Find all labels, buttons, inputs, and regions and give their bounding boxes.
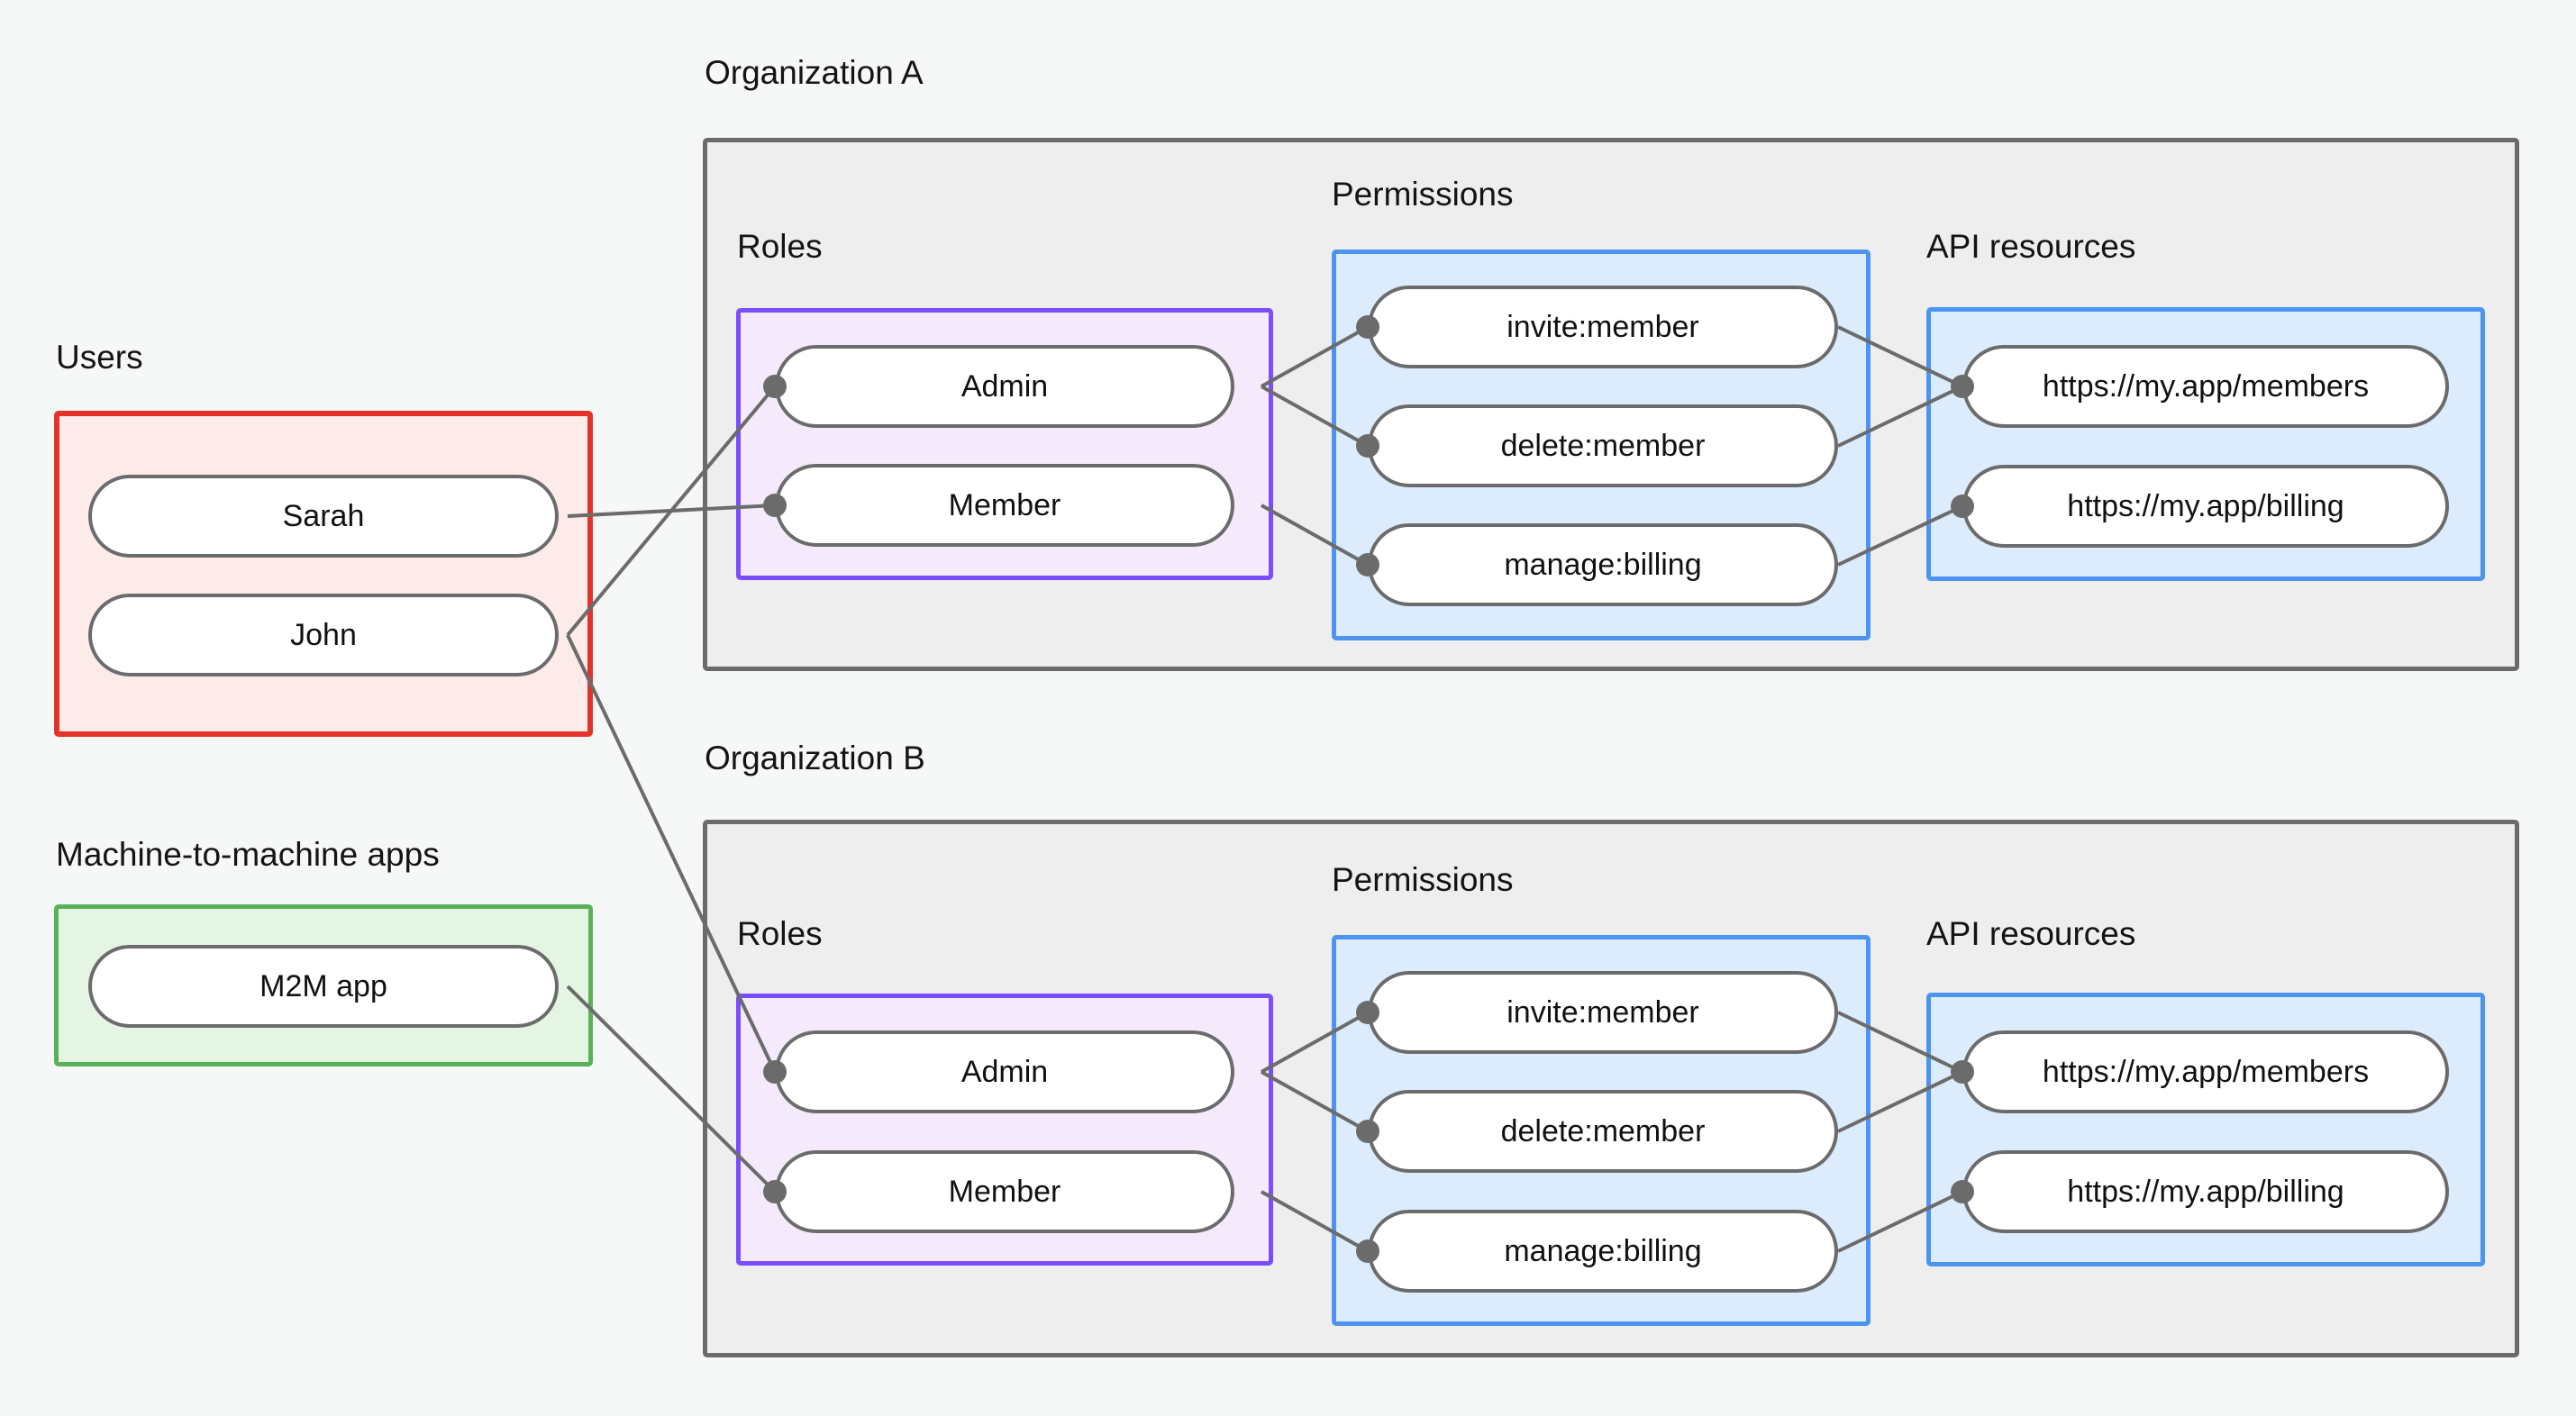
node-label: https://my.app/members bbox=[2042, 1054, 2370, 1089]
node-label: Member bbox=[948, 487, 1061, 522]
node-org-a-role-admin[interactable]: Admin bbox=[775, 345, 1234, 428]
node-org-a-api-billing[interactable]: https://my.app/billing bbox=[1962, 465, 2449, 548]
m2m-group-label: Machine-to-machine apps bbox=[56, 836, 440, 873]
org-b-api-resources-label: API resources bbox=[1926, 915, 2136, 952]
org-b-roles-label: Roles bbox=[737, 915, 823, 952]
org-a-permissions-label: Permissions bbox=[1332, 176, 1514, 213]
node-label: Member bbox=[948, 1174, 1061, 1209]
node-org-a-api-members[interactable]: https://my.app/members bbox=[1962, 345, 2449, 428]
node-label: delete:member bbox=[1500, 1113, 1706, 1148]
node-org-b-role-member[interactable]: Member bbox=[775, 1150, 1234, 1233]
node-label: manage:billing bbox=[1504, 547, 1702, 582]
node-label: invite:member bbox=[1506, 994, 1699, 1030]
node-label: manage:billing bbox=[1504, 1233, 1702, 1268]
node-label: Sarah bbox=[282, 498, 365, 533]
node-label: Admin bbox=[960, 1054, 1049, 1089]
org-a-api-resources-label: API resources bbox=[1926, 228, 2136, 265]
node-label: https://my.app/members bbox=[2042, 368, 2370, 404]
node-org-b-permission-invite-member[interactable]: invite:member bbox=[1368, 971, 1838, 1054]
node-org-a-role-member[interactable]: Member bbox=[775, 464, 1234, 547]
org-a-roles-label: Roles bbox=[737, 228, 823, 265]
node-user-sarah[interactable]: Sarah bbox=[88, 475, 559, 558]
node-org-b-permission-manage-billing[interactable]: manage:billing bbox=[1368, 1210, 1838, 1293]
node-org-b-permission-delete-member[interactable]: delete:member bbox=[1368, 1090, 1838, 1173]
users-container bbox=[54, 411, 593, 737]
node-label: https://my.app/billing bbox=[2067, 1174, 2344, 1209]
node-org-b-api-billing[interactable]: https://my.app/billing bbox=[1962, 1150, 2449, 1233]
node-label: https://my.app/billing bbox=[2067, 488, 2344, 523]
organization-a-label: Organization A bbox=[705, 54, 924, 91]
node-org-b-role-admin[interactable]: Admin bbox=[775, 1030, 1234, 1113]
org-b-permissions-label: Permissions bbox=[1332, 861, 1514, 898]
node-m2m-app[interactable]: M2M app bbox=[88, 945, 559, 1028]
node-label: invite:member bbox=[1506, 309, 1699, 344]
node-org-a-permission-invite-member[interactable]: invite:member bbox=[1368, 286, 1838, 368]
node-org-a-permission-delete-member[interactable]: delete:member bbox=[1368, 404, 1838, 487]
node-org-a-permission-manage-billing[interactable]: manage:billing bbox=[1368, 523, 1838, 606]
node-label: M2M app bbox=[259, 968, 387, 1003]
node-label: delete:member bbox=[1500, 428, 1706, 463]
node-org-b-api-members[interactable]: https://my.app/members bbox=[1962, 1030, 2449, 1113]
organization-b-label: Organization B bbox=[705, 740, 925, 776]
node-label: John bbox=[290, 617, 357, 652]
node-user-john[interactable]: John bbox=[88, 594, 559, 676]
node-label: Admin bbox=[960, 368, 1049, 404]
users-group-label: Users bbox=[56, 339, 143, 376]
